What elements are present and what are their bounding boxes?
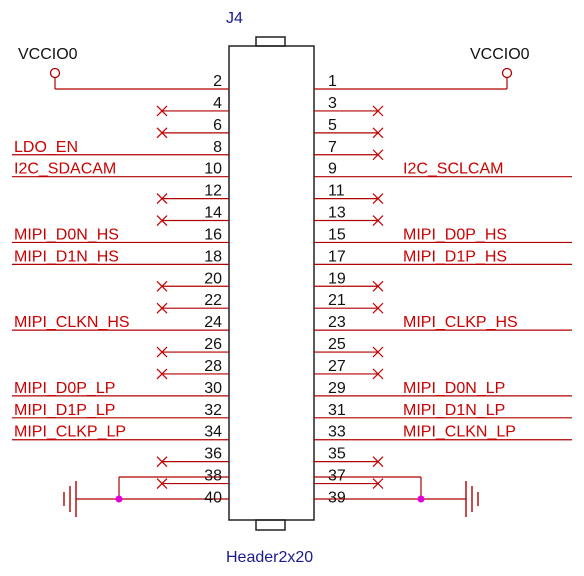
- net-label-left: MIPI_D0N_HS: [14, 226, 119, 243]
- pin-number-right: 33: [328, 424, 346, 441]
- no-connect-icon: [372, 302, 384, 314]
- pin-number-left: 8: [213, 139, 222, 156]
- no-connect-icon: [372, 280, 384, 292]
- pin-number-left: 30: [204, 380, 222, 397]
- net-label-right: MIPI_CLKN_LP: [403, 424, 516, 441]
- vcc-port-circle-icon: [501, 67, 513, 79]
- no-connect-icon: [156, 193, 168, 205]
- no-connect-icon: [156, 456, 168, 468]
- pin-number-right: 15: [328, 226, 346, 243]
- connector-key-top: [255, 36, 286, 47]
- pin-number-left: 22: [204, 292, 222, 309]
- pin-number-left: 16: [204, 226, 222, 243]
- pin-number-right: 27: [328, 358, 346, 375]
- no-connect-icon: [372, 368, 384, 380]
- pin-number-left: 32: [204, 402, 222, 419]
- net-label-left: I2C_SDACAM: [14, 161, 116, 178]
- pin-number-right: 39: [328, 489, 346, 506]
- ground-left: [63, 476, 229, 517]
- pin-number-left: 4: [213, 95, 222, 112]
- ground-icon: [63, 481, 77, 517]
- pin-number-right: 3: [328, 95, 337, 112]
- pin-number-left: 6: [213, 117, 222, 134]
- pin-number-left: 14: [204, 205, 222, 222]
- pin-number-right: 37: [328, 468, 346, 485]
- no-connect-icon: [156, 478, 168, 489]
- net-label-right: MIPI_D1N_LP: [403, 402, 505, 419]
- connector-body: [228, 45, 315, 521]
- net-label-right: MIPI_CLKP_HS: [403, 314, 518, 331]
- pin-number-right: 9: [328, 161, 337, 178]
- no-connect-icon: [372, 215, 384, 226]
- ground-icon: [465, 481, 479, 517]
- pin-number-right: 17: [328, 248, 346, 265]
- pin-number-right: 35: [328, 446, 346, 463]
- no-connect-icon: [372, 127, 384, 139]
- pin-number-right: 21: [328, 292, 346, 309]
- net-label-right: MIPI_D0P_HS: [403, 226, 507, 243]
- net-label-left: MIPI_D1N_HS: [14, 248, 119, 265]
- pin-number-left: 40: [204, 489, 222, 506]
- net-label-right: MIPI_D1P_HS: [403, 248, 507, 265]
- no-connect-icon: [156, 127, 168, 139]
- pin-number-left: 24: [204, 314, 222, 331]
- pin-number-right: 5: [328, 117, 337, 134]
- pin-number-right: 31: [328, 402, 346, 419]
- pin-number-right: 19: [328, 270, 346, 287]
- pin-number-left: 12: [204, 183, 222, 200]
- vcc-label-left: VCCIO0: [18, 46, 78, 63]
- pin-number-right: 7: [328, 139, 337, 156]
- no-connect-icon: [156, 302, 168, 314]
- net-label-right: MIPI_D0N_LP: [403, 380, 505, 397]
- pin-number-right: 1: [328, 73, 337, 90]
- pin-number-left: 28: [204, 358, 222, 375]
- pin-number-right: 13: [328, 205, 346, 222]
- pin-number-left: 20: [204, 270, 222, 287]
- pin-number-left: 38: [204, 468, 222, 485]
- pin-number-left: 34: [204, 424, 222, 441]
- connector-ref-label: J4: [226, 10, 243, 27]
- pin-number-right: 23: [328, 314, 346, 331]
- vcc-label-right: VCCIO0: [470, 46, 530, 63]
- net-label-left: MIPI_CLKN_HS: [14, 314, 130, 331]
- pin-number-left: 2: [213, 73, 222, 90]
- no-connect-icon: [156, 215, 168, 226]
- net-label-left: MIPI_D1P_LP: [14, 402, 115, 419]
- no-connect-icon: [156, 368, 168, 380]
- pin-number-left: 10: [204, 161, 222, 178]
- no-connect-icon: [372, 105, 384, 117]
- connector-key-bottom: [255, 519, 286, 531]
- net-label-left: MIPI_CLKP_LP: [14, 424, 126, 441]
- no-connect-icon: [372, 456, 384, 468]
- vcc-power-left: VCCIO0: [18, 46, 229, 90]
- connector-part-label: Header2x20: [226, 549, 313, 566]
- no-connect-icon: [372, 478, 384, 489]
- junction-dot: [417, 495, 425, 503]
- pin-number-left: 36: [204, 446, 222, 463]
- no-connect-icon: [372, 346, 384, 358]
- vcc-power-right: VCCIO0: [314, 46, 530, 90]
- junction-dot: [115, 495, 123, 503]
- pin-number-right: 29: [328, 380, 346, 397]
- no-connect-icon: [156, 346, 168, 358]
- net-label-left: LDO_EN: [14, 139, 78, 156]
- no-connect-icon: [372, 149, 384, 161]
- net-label-left: MIPI_D0P_LP: [14, 380, 115, 397]
- vcc-port-circle-icon: [49, 67, 61, 79]
- ground-right: [314, 476, 479, 517]
- pin-number-right: 25: [328, 336, 346, 353]
- pin-number-right: 11: [328, 183, 345, 200]
- no-connect-icon: [372, 193, 384, 205]
- pin-number-left: 18: [204, 248, 222, 265]
- net-label-right: I2C_SCLCAM: [403, 161, 503, 178]
- no-connect-icon: [156, 105, 168, 117]
- pin-number-left: 26: [204, 336, 222, 353]
- no-connect-icon: [156, 280, 168, 292]
